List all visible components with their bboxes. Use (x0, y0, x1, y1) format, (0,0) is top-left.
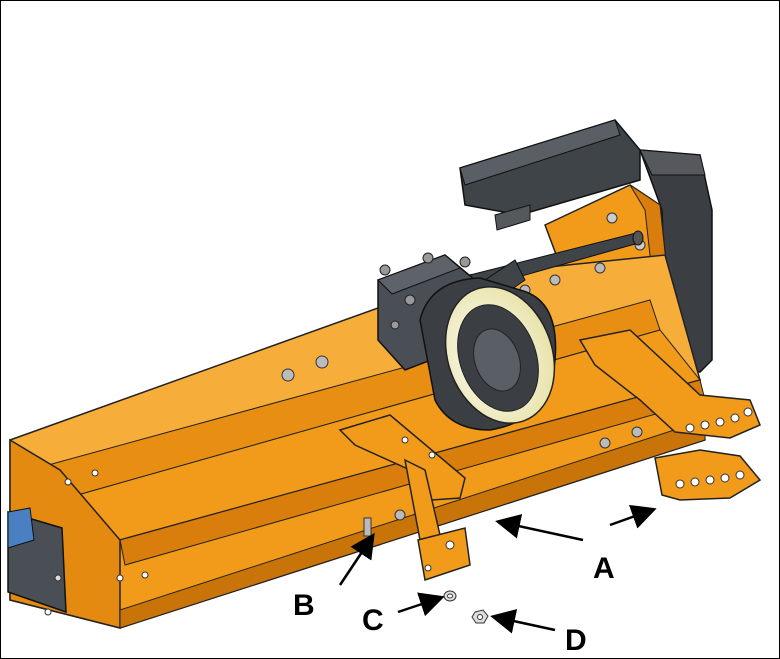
callout-label-b: B (293, 589, 315, 622)
arrow-c (397, 592, 445, 617)
loose-bracket-a (417, 527, 471, 581)
callout-label-d: D (565, 624, 587, 657)
arrow-d (490, 609, 556, 634)
callout-arrows (338, 504, 657, 634)
callout-label-a: A (593, 552, 615, 585)
hitch-bracket-right (578, 329, 762, 501)
pto-shield (419, 277, 557, 431)
arrow-b (338, 532, 375, 586)
bolt-b (363, 517, 372, 537)
arrow-a-right (609, 504, 657, 529)
washer-c (443, 590, 457, 602)
arrow-a-left (495, 514, 584, 542)
callout-label-c: C (362, 604, 384, 637)
side-bearing-plate-left (7, 507, 67, 614)
nut-d (471, 609, 489, 624)
top-cover-bracket (459, 119, 641, 231)
